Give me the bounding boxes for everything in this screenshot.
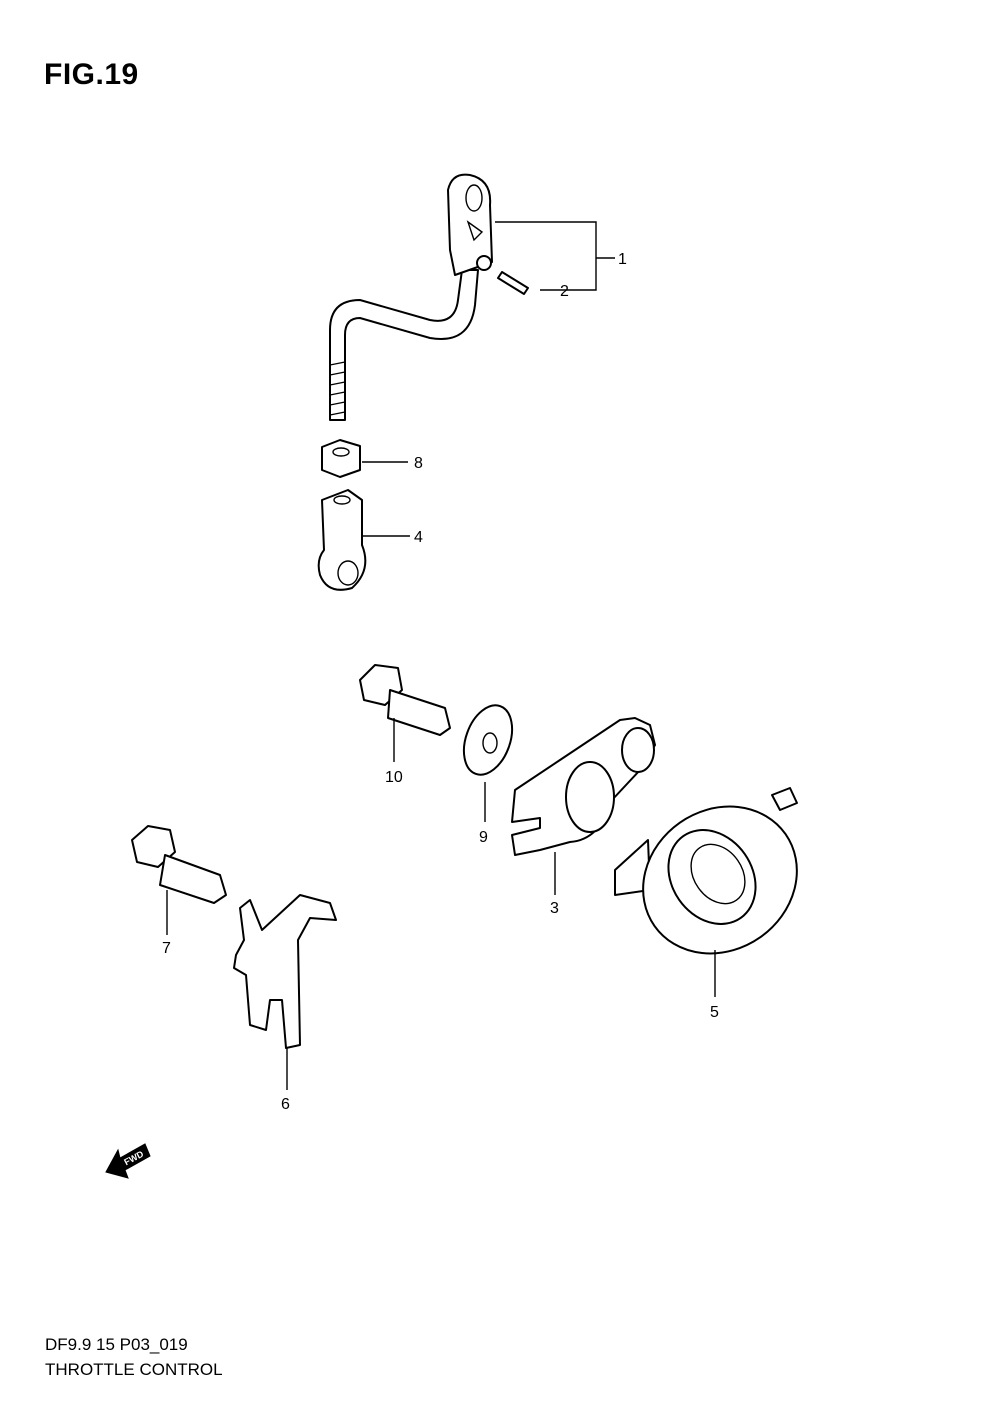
callout-8: 8 xyxy=(414,455,423,472)
fwd-arrow-icon: FWD xyxy=(105,1143,151,1179)
callout-10: 10 xyxy=(385,769,403,786)
figure-name: THROTTLE CONTROL xyxy=(45,1360,223,1379)
callout-6: 6 xyxy=(281,1096,290,1113)
leader-lines xyxy=(166,221,716,1090)
model-code: DF9.9 15 P03_019 xyxy=(45,1335,188,1354)
part-10-bolt xyxy=(359,664,451,736)
part-9-washer xyxy=(462,704,514,776)
callout-7: 7 xyxy=(162,940,171,957)
part-7-bolt xyxy=(131,825,227,904)
callout-5: 5 xyxy=(710,1004,719,1021)
part-2-pin xyxy=(497,271,529,295)
part-3-lever xyxy=(511,717,656,856)
callout-4: 4 xyxy=(414,529,423,546)
part-4-rod-end xyxy=(317,489,367,591)
callout-1: 1 xyxy=(618,251,627,268)
figure-title: FIG.19 xyxy=(44,58,139,91)
part-8-nut xyxy=(321,439,361,478)
part-1-throttle-rod xyxy=(329,173,493,421)
callout-labels: 1 2 3 4 5 6 7 8 9 10 xyxy=(162,251,719,1113)
part-6-bracket xyxy=(233,894,337,1049)
part-5-bushing xyxy=(614,787,798,955)
callout-3: 3 xyxy=(550,900,559,917)
callout-9: 9 xyxy=(479,829,488,846)
callout-2: 2 xyxy=(560,283,569,300)
